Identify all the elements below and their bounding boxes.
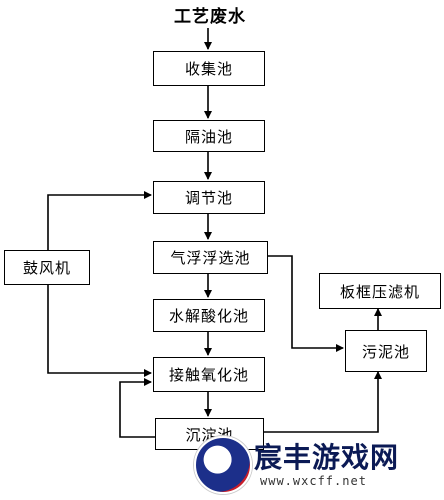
diagram-title: 工艺废水 bbox=[174, 7, 246, 27]
arrow-blower-adjust bbox=[47, 191, 152, 250]
box-blower: 鼓风机 bbox=[4, 250, 90, 285]
watermark-logo-icon bbox=[194, 436, 252, 494]
box-contact-oxidation: 接触氧化池 bbox=[153, 357, 265, 392]
watermark-name: 宸丰游戏网 bbox=[254, 441, 400, 474]
box-filter-press: 板框压滤机 bbox=[319, 273, 441, 309]
arrow-settle-sludge bbox=[264, 371, 382, 433]
watermark-url: www.wxcff.net bbox=[260, 474, 367, 488]
arrow-airfloat-sludge bbox=[268, 255, 344, 352]
box-sludge: 污泥池 bbox=[345, 330, 427, 372]
box-hydrolysis: 水解酸化池 bbox=[153, 299, 265, 332]
arrow-settle-return bbox=[119, 378, 155, 438]
box-collect: 收集池 bbox=[153, 51, 265, 86]
box-air-float: 气浮浮选池 bbox=[153, 241, 268, 274]
box-oil-separator: 隔油池 bbox=[153, 120, 265, 152]
watermark: 宸丰游戏网 www.wxcff.net bbox=[188, 432, 444, 500]
arrow-blower-contactox bbox=[47, 285, 152, 377]
box-adjust: 调节池 bbox=[153, 181, 265, 214]
